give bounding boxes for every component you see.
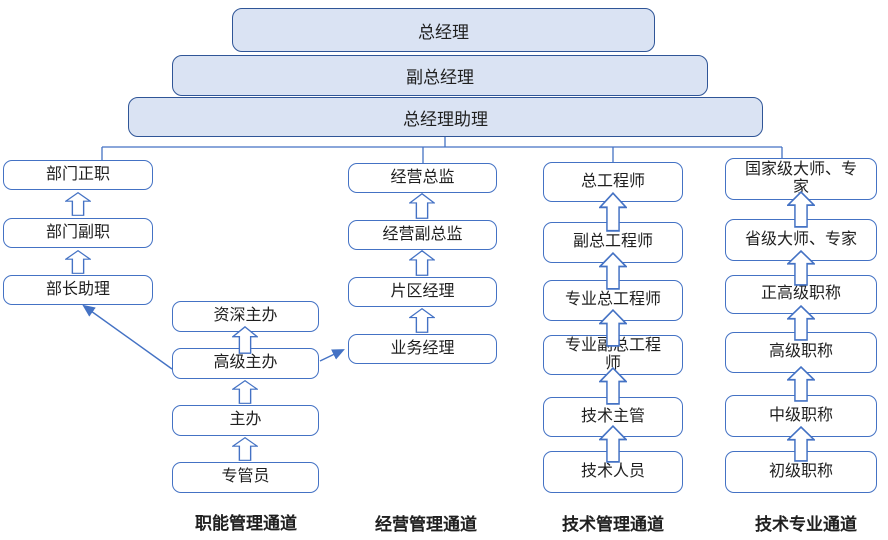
node-label: 总工程师 (580, 172, 645, 190)
up-block-arrow-icon (65, 250, 91, 274)
node-specialist-clerk: 专管员 (172, 462, 319, 493)
node-label: 国家级大师、专 家 (744, 160, 857, 196)
up-block-arrow-icon (409, 308, 435, 333)
node-operations-deputy-director: 经营副总监 (348, 220, 497, 250)
node-organizer: 主办 (172, 405, 319, 436)
node-label: 专业总工程师 (564, 291, 661, 309)
up-block-arrow-icon (599, 367, 627, 405)
node-specialty-chief-engineer: 专业总工程师 (543, 280, 683, 321)
node-technical-staff: 技术人员 (543, 451, 683, 493)
node-label: 副总工程师 (572, 233, 653, 251)
node-label: 副总经理 (406, 68, 474, 87)
up-block-arrow-icon (232, 380, 258, 404)
node-label: 中级职称 (768, 406, 833, 424)
channel-label-technical-professional: 技术专业通道 (755, 515, 857, 534)
node-label: 部门副职 (45, 223, 110, 241)
node-label: 技术主管 (580, 407, 645, 425)
up-block-arrow-icon (787, 426, 815, 462)
node-label: 片区经理 (390, 282, 455, 300)
node-department-deputy: 部门副职 (3, 218, 153, 248)
up-block-arrow-icon (232, 326, 258, 354)
up-block-arrow-icon (232, 437, 258, 461)
up-block-arrow-icon (787, 191, 815, 228)
node-label: 资深主办 (213, 307, 278, 325)
pyramid-level-deputy-general-manager: 副总经理 (172, 55, 708, 96)
node-label: 经营总监 (390, 168, 455, 186)
node-label: 部门正职 (45, 165, 110, 183)
channel-label-business-management: 经营管理通道 (375, 515, 477, 534)
node-department-head: 部门正职 (3, 160, 153, 190)
up-block-arrow-icon (787, 305, 815, 341)
node-label: 总经理助理 (403, 109, 488, 129)
channel-label-functional-management: 职能管理通道 (195, 514, 297, 533)
node-label: 主办 (229, 411, 262, 429)
node-label: 部长助理 (45, 280, 110, 298)
up-block-arrow-icon (65, 192, 91, 216)
node-label: 经营副总监 (382, 225, 463, 243)
node-label: 专管员 (221, 468, 270, 486)
up-block-arrow-icon (599, 192, 627, 232)
node-minister-assistant: 部长助理 (3, 275, 153, 305)
node-label: 正高级职称 (760, 285, 841, 303)
up-block-arrow-icon (787, 366, 815, 402)
pyramid-level-gm-assistant: 总经理助理 (128, 97, 763, 137)
node-business-manager: 业务经理 (348, 334, 497, 364)
arrow-gaojizhuban-to-buzhangzhuli (82, 304, 173, 370)
arrow-gaojizhuban-to-yewujingli (319, 349, 345, 362)
channel-label-technical-management: 技术管理通道 (562, 515, 664, 534)
node-operations-director: 经营总监 (348, 163, 497, 193)
up-block-arrow-icon (599, 309, 627, 347)
node-label: 省级大师、专家 (744, 230, 857, 248)
node-label: 业务经理 (390, 339, 455, 357)
up-block-arrow-icon (409, 250, 435, 276)
node-label: 高级主办 (213, 354, 278, 372)
node-label: 技术人员 (580, 462, 645, 480)
node-label: 初级职称 (768, 462, 833, 480)
up-block-arrow-icon (599, 425, 627, 463)
node-label: 高级职称 (768, 343, 833, 361)
up-block-arrow-icon (787, 250, 815, 286)
node-chief-engineer: 总工程师 (543, 162, 683, 202)
pyramid-level-general-manager: 总经理 (232, 8, 655, 52)
up-block-arrow-icon (409, 193, 435, 219)
node-label: 总经理 (418, 22, 469, 42)
node-area-manager: 片区经理 (348, 277, 497, 307)
up-block-arrow-icon (599, 252, 627, 290)
